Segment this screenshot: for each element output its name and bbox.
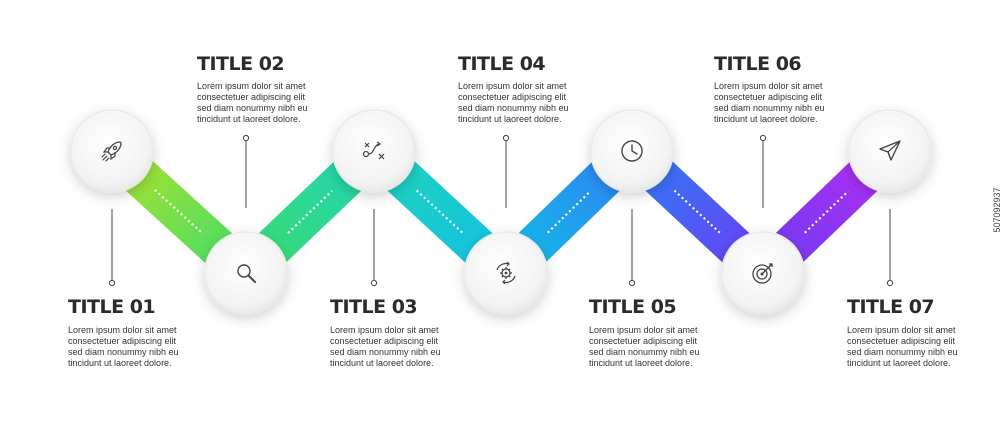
band-dotted-line-1	[154, 189, 204, 235]
step-3-title: TITLE 03	[330, 296, 418, 318]
step-7-line-2: consectetuer adipiscing elit	[847, 336, 956, 346]
step-4-line-2: consectetuer adipiscing elit	[458, 92, 567, 102]
step-1-line-3: sed diam nonummy nibh eu	[68, 347, 179, 357]
step-2-line-3: sed diam nonummy nibh eu	[197, 103, 308, 113]
step-6-line-2: consectetuer adipiscing elit	[714, 92, 823, 102]
step-1-description: Lorem ipsum dolor sit amet consectetuer …	[68, 325, 218, 369]
step-4-line-1: Lorem ipsum dolor sit amet	[458, 81, 567, 91]
step-1-line-1: Lorem ipsum dolor sit amet	[68, 325, 177, 335]
step-3-line-1: Lorem ipsum dolor sit amet	[330, 325, 439, 335]
step-3-pointer-dot	[370, 279, 378, 287]
step-2-line-1: Lorem ipsum dolor sit amet	[197, 81, 306, 91]
step-2-node	[204, 231, 288, 315]
band-dotted-line-6	[804, 190, 849, 234]
step-5-line-2: consectetuer adipiscing elit	[589, 336, 698, 346]
step-5-line-3: sed diam nonummy nibh eu	[589, 347, 700, 357]
step-7-circle	[848, 109, 932, 193]
step-4-line-4: tincidunt ut laoreet dolore.	[458, 114, 562, 124]
side-id-text: 507092937	[992, 186, 1000, 233]
step-4-title: TITLE 04	[458, 53, 546, 75]
step-3-circle	[332, 109, 416, 193]
step-7-description: Lorem ipsum dolor sit amet consectetuer …	[847, 325, 997, 369]
step-2-line-4: tincidunt ut laoreet dolore.	[197, 114, 301, 124]
step-6-node	[721, 231, 805, 315]
step-1-line-2: consectetuer adipiscing elit	[68, 336, 177, 346]
step-4-description: Lorem ipsum dolor sit amet consectetuer …	[458, 81, 608, 125]
step-6-line-1: Lorem ipsum dolor sit amet	[714, 81, 823, 91]
step-7-node	[848, 109, 932, 193]
step-1-circle	[70, 109, 154, 193]
step-1-node	[70, 109, 154, 193]
step-7-title: TITLE 07	[847, 296, 935, 318]
step-4-line-3: sed diam nonummy nibh eu	[458, 103, 569, 113]
step-5-description: Lorem ipsum dolor sit amet consectetuer …	[589, 325, 739, 369]
band-dotted-line-5	[673, 189, 722, 235]
step-2-line-2: consectetuer adipiscing elit	[197, 92, 306, 102]
step-5-pointer-dot	[628, 279, 636, 287]
step-6-line-4: tincidunt ut laoreet dolore.	[714, 114, 818, 124]
step-7-line-4: tincidunt ut laoreet dolore.	[847, 358, 951, 368]
step-3-line-3: sed diam nonummy nibh eu	[330, 347, 441, 357]
step-5-line-1: Lorem ipsum dolor sit amet	[589, 325, 698, 335]
step-2-circle	[204, 231, 288, 315]
band-dotted-line-2	[287, 190, 333, 234]
step-4-pointer-dot	[502, 134, 510, 142]
step-2-description: Lorem ipsum dolor sit amet consectetuer …	[197, 81, 347, 125]
band-dotted-line-3	[415, 189, 465, 235]
step-1-pointer-dot	[108, 279, 116, 287]
step-1-title: TITLE 01	[68, 296, 156, 318]
step-5-line-4: tincidunt ut laoreet dolore.	[589, 358, 693, 368]
step-3-description: Lorem ipsum dolor sit amet consectetuer …	[330, 325, 480, 369]
step-6-line-3: sed diam nonummy nibh eu	[714, 103, 825, 113]
step-3-line-2: consectetuer adipiscing elit	[330, 336, 439, 346]
step-6-title: TITLE 06	[714, 53, 802, 75]
step-1-line-4: tincidunt ut laoreet dolore.	[68, 358, 172, 368]
step-4-node	[464, 231, 548, 315]
step-5-title: TITLE 05	[589, 296, 677, 318]
step-6-pointer-dot	[759, 134, 767, 142]
step-3-node	[332, 109, 416, 193]
step-7-line-1: Lorem ipsum dolor sit amet	[847, 325, 956, 335]
step-6-description: Lorem ipsum dolor sit amet consectetuer …	[714, 81, 864, 125]
step-7-line-3: sed diam nonummy nibh eu	[847, 347, 958, 357]
step-7-pointer-dot	[886, 279, 894, 287]
step-5-node	[590, 109, 674, 193]
step-3-line-4: tincidunt ut laoreet dolore.	[330, 358, 434, 368]
step-2-title: TITLE 02	[197, 53, 285, 75]
step-2-pointer-dot	[242, 134, 250, 142]
